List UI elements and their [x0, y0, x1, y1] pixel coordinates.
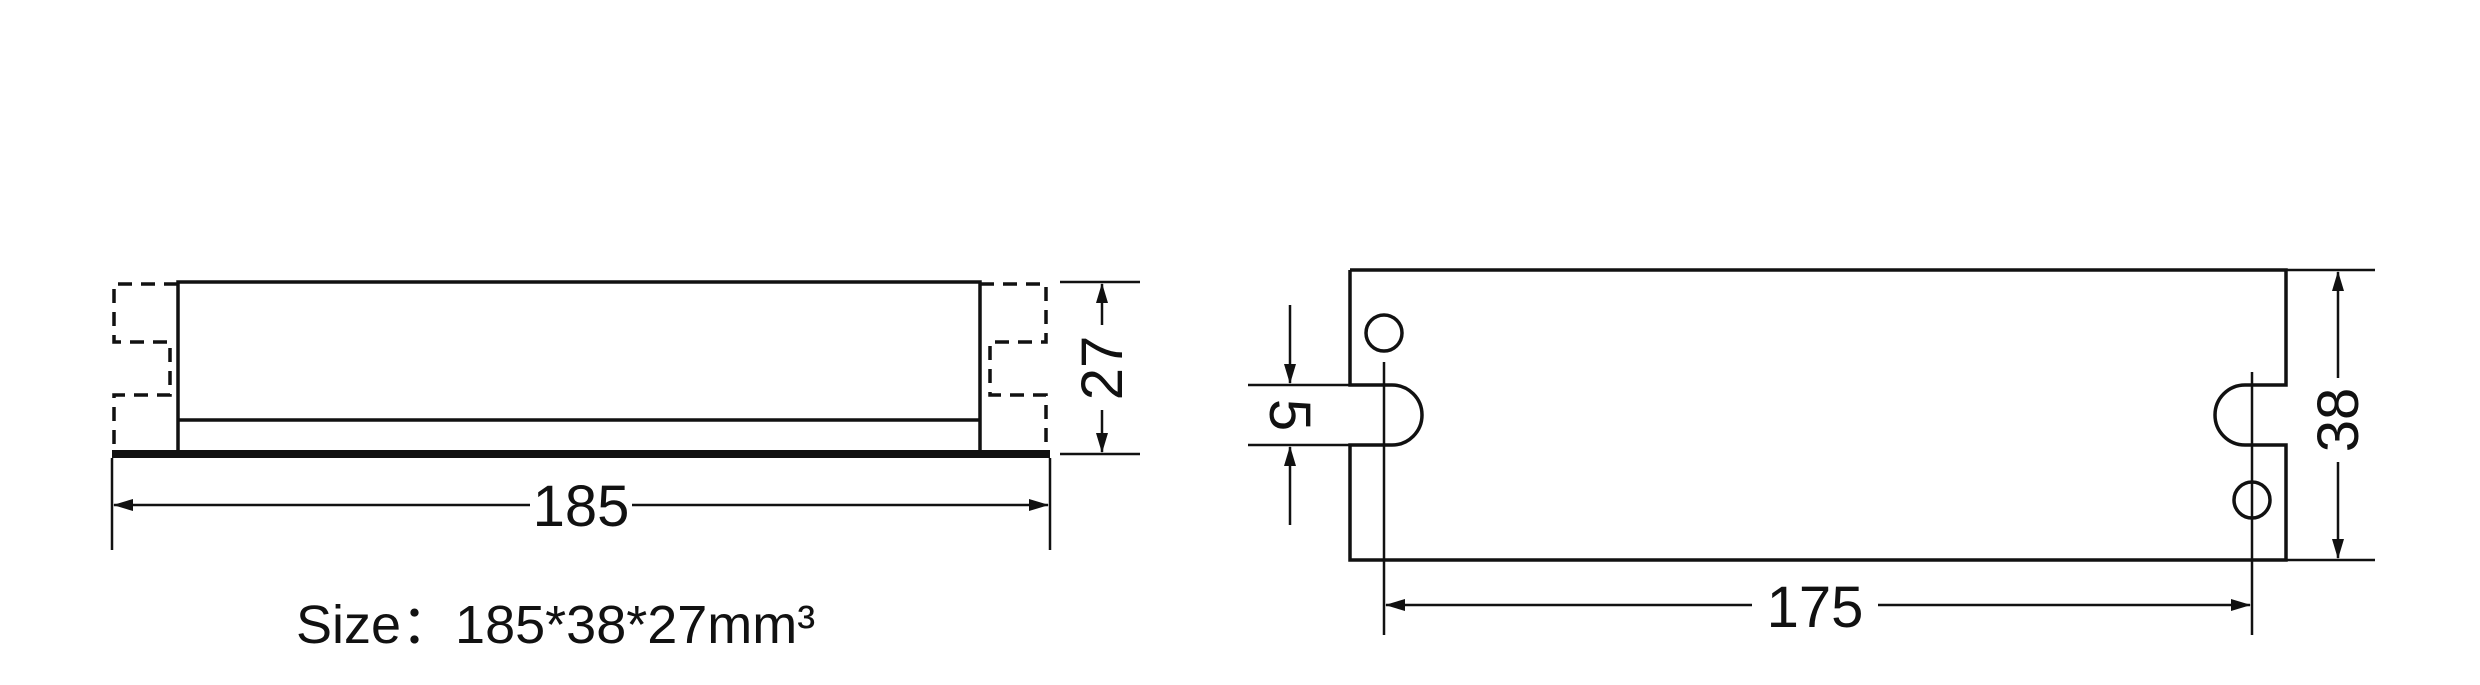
- side-view-body: [176, 280, 982, 454]
- dim-5-label: 5: [1257, 399, 1322, 431]
- left-mounting-slot: [1391, 383, 1424, 447]
- left-mounting-tab-dashed: [112, 282, 178, 450]
- right-mounting-tab-dashed: [980, 282, 1048, 450]
- dim-185-label: 185: [533, 474, 630, 539]
- dim-38-label: 38: [2306, 388, 2371, 453]
- left-mounting-hole: [1364, 313, 1404, 353]
- dim-27-label: 27: [1070, 336, 1135, 401]
- right-mounting-slot: [2213, 383, 2246, 447]
- side-view: 185 27: [110, 280, 1140, 550]
- dim-175-label: 175: [1767, 575, 1864, 640]
- top-view-outline: [1348, 268, 2288, 562]
- side-view-base-plate: [112, 450, 1050, 458]
- top-view: 175 38 5: [1248, 268, 2375, 640]
- size-caption: Size：185*38*27mm³: [296, 595, 815, 655]
